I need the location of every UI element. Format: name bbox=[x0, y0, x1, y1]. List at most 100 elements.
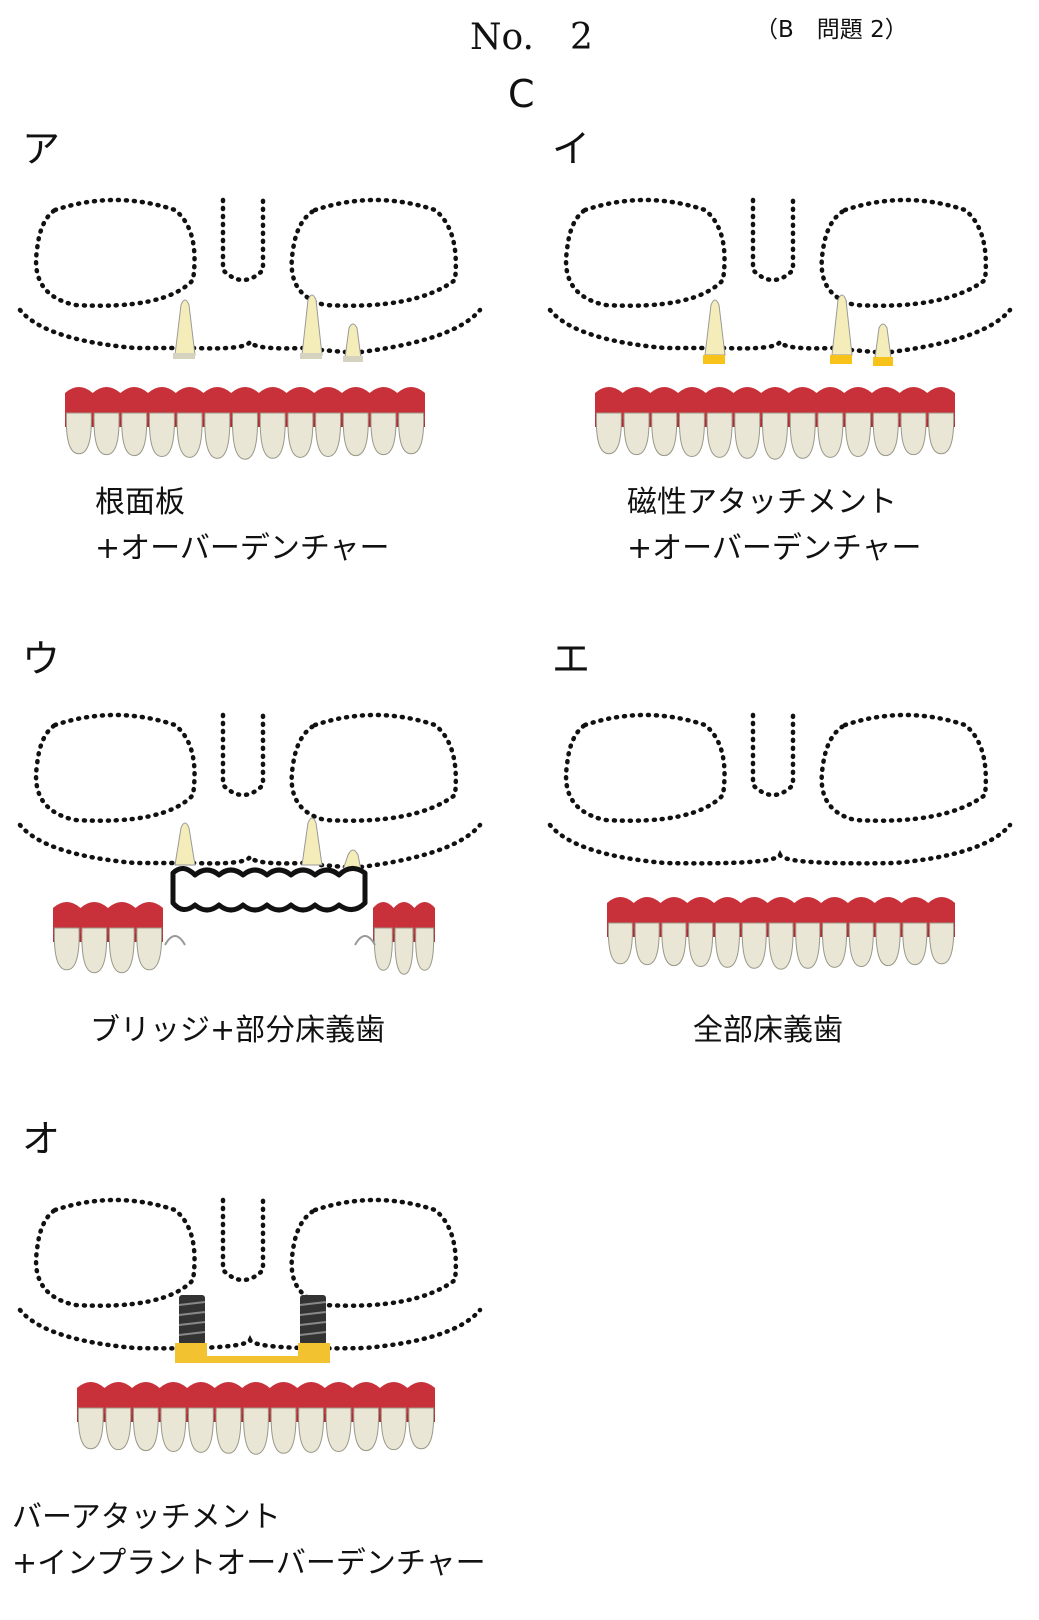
denture-tooth bbox=[136, 927, 163, 971]
denture-tooth bbox=[661, 922, 687, 967]
denture-tooth bbox=[287, 412, 314, 458]
partial-denture-left bbox=[373, 902, 435, 975]
denture-tooth bbox=[817, 412, 844, 458]
question-reference: （B 問題 2） bbox=[755, 17, 908, 43]
denture-tooth bbox=[928, 412, 955, 455]
denture-tooth bbox=[259, 412, 286, 459]
denture-tooth bbox=[741, 922, 767, 969]
denture-tooth bbox=[714, 922, 740, 968]
clasp bbox=[164, 935, 186, 946]
denture-tooth bbox=[342, 412, 369, 457]
denture-tooth bbox=[929, 922, 955, 965]
denture-tooth bbox=[243, 1407, 269, 1455]
denture-tooth bbox=[77, 1407, 104, 1450]
denture-tooth bbox=[380, 1407, 407, 1451]
sinus-outline bbox=[17, 1197, 483, 1351]
denture-tooth bbox=[121, 412, 148, 457]
denture-tooth bbox=[415, 927, 435, 971]
denture-tooth bbox=[298, 1407, 324, 1453]
denture-tooth bbox=[176, 412, 203, 458]
implant-right bbox=[299, 1295, 327, 1345]
panel-o-label: オ bbox=[22, 1117, 61, 1161]
panel-a-label: ア bbox=[22, 127, 61, 171]
denture-tooth bbox=[634, 922, 660, 966]
denture-tooth bbox=[315, 412, 342, 457]
denture-tooth bbox=[81, 927, 108, 974]
bridge-outline bbox=[170, 866, 368, 913]
full-denture bbox=[65, 387, 425, 460]
denture-tooth bbox=[595, 412, 622, 455]
panel-i-caption-2: +オーバーデンチャー bbox=[627, 531, 922, 566]
denture-tooth bbox=[848, 922, 874, 967]
bar-attachment bbox=[175, 1343, 330, 1363]
panel-u-caption: ブリッジ+部分床義歯 bbox=[90, 1013, 386, 1048]
panel-e-diagram bbox=[547, 712, 1013, 970]
denture-tooth bbox=[872, 412, 899, 457]
page-number: No. 2 bbox=[470, 17, 593, 58]
denture-tooth bbox=[93, 412, 120, 456]
denture-tooth bbox=[398, 412, 425, 455]
panel-o-diagram bbox=[17, 1197, 483, 1455]
section-label: C bbox=[508, 72, 535, 116]
panel-a-caption-2: +オーバーデンチャー bbox=[95, 531, 390, 566]
implants bbox=[178, 1295, 327, 1345]
denture-tooth bbox=[232, 412, 258, 460]
denture-tooth bbox=[270, 1407, 297, 1454]
denture-tooth bbox=[734, 412, 761, 459]
denture-tooth bbox=[148, 412, 175, 457]
panel-a-diagram bbox=[17, 197, 483, 460]
denture-tooth bbox=[900, 412, 927, 456]
sinus-outline bbox=[17, 197, 483, 355]
denture-tooth bbox=[215, 1407, 242, 1454]
denture-tooth bbox=[373, 927, 393, 971]
denture-tooth bbox=[822, 922, 848, 968]
denture-tooth bbox=[353, 1407, 380, 1452]
denture-tooth bbox=[607, 922, 633, 965]
teeth-roots bbox=[173, 294, 363, 362]
denture-tooth bbox=[789, 412, 816, 459]
denture-tooth bbox=[108, 927, 135, 974]
denture-tooth bbox=[762, 412, 788, 460]
denture-tooth bbox=[370, 412, 397, 456]
denture-tooth bbox=[678, 412, 705, 457]
denture-tooth bbox=[902, 922, 928, 966]
sinus-outline bbox=[547, 197, 1013, 355]
denture-tooth bbox=[105, 1407, 132, 1451]
denture-tooth bbox=[795, 922, 821, 969]
panel-u-diagram bbox=[17, 712, 483, 975]
teeth-roots-with-magnets bbox=[703, 294, 893, 366]
denture-tooth bbox=[394, 927, 414, 975]
full-denture bbox=[77, 1382, 435, 1455]
denture-tooth bbox=[65, 412, 92, 455]
panel-u-label: ウ bbox=[22, 637, 61, 681]
panel-o-caption-1: バーアタッチメント bbox=[12, 1500, 281, 1535]
implant-left bbox=[178, 1295, 206, 1345]
magnetic-keeper bbox=[873, 357, 893, 366]
denture-tooth bbox=[160, 1407, 187, 1452]
magnetic-keeper bbox=[830, 355, 852, 364]
denture-tooth bbox=[688, 922, 714, 967]
panel-i-diagram bbox=[547, 197, 1013, 460]
panel-e-caption: 全部床義歯 bbox=[693, 1013, 843, 1048]
denture-tooth bbox=[768, 922, 794, 970]
denture-tooth bbox=[706, 412, 733, 458]
abutment-teeth bbox=[174, 817, 362, 871]
panel-i-label: イ bbox=[552, 127, 591, 171]
denture-tooth bbox=[875, 922, 901, 967]
panel-e-label: エ bbox=[552, 637, 591, 681]
sinus-outline bbox=[547, 712, 1013, 866]
full-denture bbox=[607, 897, 955, 970]
clasp bbox=[354, 935, 376, 946]
denture-tooth bbox=[53, 927, 80, 971]
denture-tooth bbox=[623, 412, 650, 456]
magnetic-keeper bbox=[703, 355, 725, 364]
denture-tooth bbox=[325, 1407, 352, 1452]
full-denture bbox=[595, 387, 955, 460]
denture-tooth bbox=[204, 412, 231, 459]
panel-i-caption-1: 磁性アタッチメント bbox=[627, 485, 897, 520]
denture-tooth bbox=[188, 1407, 214, 1453]
panel-o-caption-2: +インプラントオーバーデンチャー bbox=[12, 1546, 486, 1581]
partial-denture-right bbox=[53, 902, 163, 974]
panel-a-caption-1: 根面板 bbox=[95, 485, 185, 520]
denture-tooth bbox=[651, 412, 678, 457]
